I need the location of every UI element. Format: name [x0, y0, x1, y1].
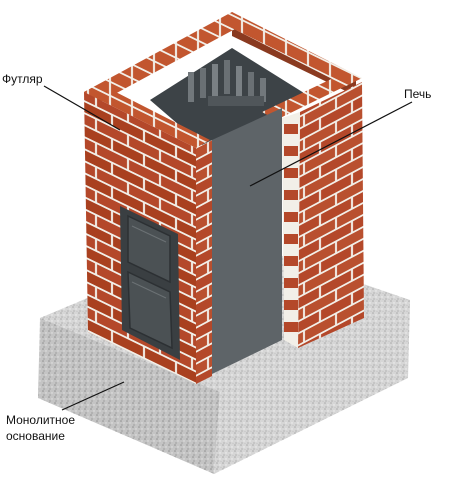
label-foundation-line2: основание — [6, 429, 65, 443]
case-right-pillar — [298, 82, 364, 348]
pillar-brick-ends — [284, 124, 298, 332]
rim-front — [84, 84, 210, 148]
label-stove: Печь — [404, 87, 432, 101]
label-foundation: Монолитное основание — [6, 412, 116, 444]
rim-left — [84, 12, 248, 102]
stove-burners — [188, 60, 266, 106]
foundation-right-face — [214, 300, 410, 474]
stove-front-panel — [212, 108, 282, 374]
stove — [120, 108, 282, 374]
rim-back-right — [262, 72, 362, 120]
rim-right — [232, 12, 362, 86]
leader-line-case — [43, 85, 121, 131]
stove-door-lower — [127, 270, 173, 350]
label-case: Футляр — [2, 72, 43, 86]
foundation-left-face — [38, 318, 220, 474]
leader-lines — [43, 85, 413, 411]
label-foundation-line1: Монолитное — [6, 413, 76, 427]
stove-door-upper — [127, 214, 171, 284]
case-pillar-right-face — [196, 140, 212, 384]
leader-line-foundation — [61, 381, 125, 411]
leader-line-stove — [249, 101, 413, 187]
